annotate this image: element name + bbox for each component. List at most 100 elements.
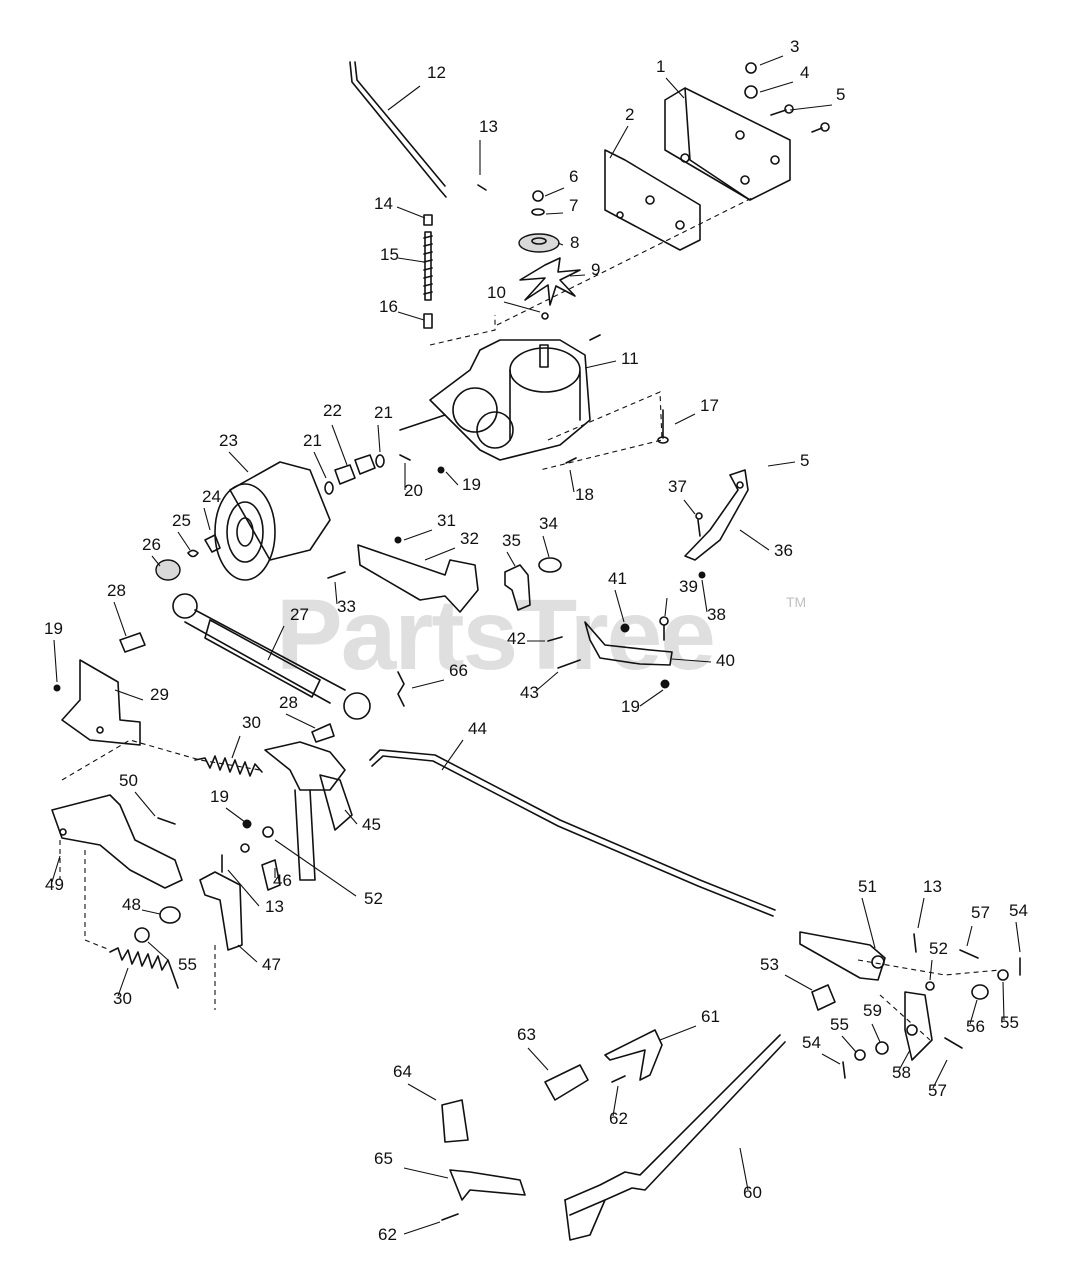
callout-leader-line [51, 855, 61, 883]
callout-leader-line [545, 212, 564, 215]
callout-leader-line [584, 360, 617, 369]
callout-number: 50 [119, 771, 138, 790]
callout-number: 47 [262, 955, 281, 974]
callout-number: 5 [800, 451, 809, 470]
callout-number: 55 [178, 955, 197, 974]
callout-number: 13 [479, 117, 498, 136]
callout-leader-line [932, 1059, 948, 1089]
callout-number: 24 [202, 487, 221, 506]
callout-leader-line [441, 739, 464, 771]
callout-leader-line [767, 461, 796, 467]
callout-leader-line [147, 941, 169, 961]
callout-leader-line [114, 689, 144, 701]
callout-leader-line [542, 535, 550, 558]
callout-leader-line [569, 469, 575, 493]
callout-number: 49 [45, 875, 64, 894]
callout-number: 15 [380, 245, 399, 264]
callout-leader-line [614, 589, 625, 623]
callout-leader-line [759, 55, 784, 66]
callout-number: 44 [468, 719, 487, 738]
callout-leader-line [739, 1147, 749, 1191]
callout-number: 18 [575, 485, 594, 504]
callout-number: 12 [427, 63, 446, 82]
callout-leader-line [861, 897, 876, 949]
callout-leader-line [739, 529, 770, 551]
callout-number: 19 [210, 787, 229, 806]
part-drawings [51, 61, 1021, 1241]
callout-leader-line [313, 451, 327, 479]
callout-number: 25 [172, 511, 191, 530]
callout-number: 66 [449, 661, 468, 680]
callout-leader-line [665, 77, 685, 99]
callout-number: 36 [774, 541, 793, 560]
callout-number: 8 [570, 233, 579, 252]
callout-leader-line [569, 274, 586, 277]
callout-number: 52 [929, 939, 948, 958]
callout-number: 48 [122, 895, 141, 914]
callout-leader-line [225, 807, 246, 823]
callout-leader-line [344, 809, 358, 825]
callout-leader-line [203, 507, 211, 531]
callout-number: 1 [656, 57, 665, 76]
callout-number: 35 [502, 531, 521, 550]
callout-number: 21 [374, 403, 393, 422]
callout-leader-line [117, 967, 129, 997]
callout-number: 53 [760, 955, 779, 974]
callout-leader-line [536, 671, 559, 691]
callout-number: 30 [242, 713, 261, 732]
callout-number: 31 [437, 511, 456, 530]
callout-number: 2 [625, 105, 634, 124]
callout-leader-line [53, 639, 58, 683]
callout-leader-line [237, 944, 258, 963]
callout-number: 3 [790, 37, 799, 56]
callout-number: 30 [113, 989, 132, 1008]
callout-leader-line [331, 424, 348, 466]
callout-number: 46 [273, 871, 292, 890]
callout-leader-line [228, 451, 249, 473]
callout-number: 56 [966, 1017, 985, 1036]
callout-number: 4 [800, 63, 809, 82]
callout-number: 19 [621, 697, 640, 716]
callout-leader-line [134, 791, 156, 817]
trademark-mark: TM [786, 594, 807, 610]
callout-leader-line [674, 413, 696, 425]
callout-number: 34 [539, 514, 558, 533]
callout-number: 51 [858, 877, 877, 896]
callout-number: 22 [323, 401, 342, 420]
callout-number: 52 [364, 889, 383, 908]
callout-number: 19 [462, 475, 481, 494]
callout-number: 42 [507, 629, 526, 648]
callout-number: 55 [830, 1015, 849, 1034]
callout-number: 13 [923, 877, 942, 896]
callout-leader-line [403, 1167, 449, 1179]
callout-number: 57 [928, 1081, 947, 1100]
callout-leader-line [397, 311, 425, 321]
callout-number: 62 [609, 1109, 628, 1128]
callout-number: 27 [290, 605, 309, 624]
callout-leader-line [396, 206, 426, 219]
callout-leader-line [917, 897, 925, 929]
callout-leader-line [113, 601, 127, 637]
callout-number: 20 [404, 481, 423, 500]
callout-number: 63 [517, 1025, 536, 1044]
callout-leader-line [929, 959, 933, 981]
callout-leader-line [506, 551, 516, 567]
callout-number: 13 [265, 897, 284, 916]
callout-leader-line [789, 104, 833, 111]
callout-number: 64 [393, 1062, 412, 1081]
callout-leader-line [1002, 981, 1005, 1021]
callout-number: 59 [863, 1001, 882, 1020]
callout-number: 54 [802, 1033, 821, 1052]
callout-leader-line [759, 81, 794, 93]
callout-leader-line [411, 679, 445, 689]
callout-leader-line [424, 547, 456, 561]
callout-number: 10 [487, 283, 506, 302]
callout-number: 61 [701, 1007, 720, 1026]
callout-number: 19 [44, 619, 63, 638]
callout-number: 7 [569, 196, 578, 215]
callout-labels: 1234556789101112131313141516171819191919… [44, 37, 1028, 1244]
callout-leader-line [612, 1085, 619, 1117]
callout-leader-line [445, 471, 459, 486]
callout-leader-line [267, 625, 285, 661]
callout-number: 40 [716, 651, 735, 670]
